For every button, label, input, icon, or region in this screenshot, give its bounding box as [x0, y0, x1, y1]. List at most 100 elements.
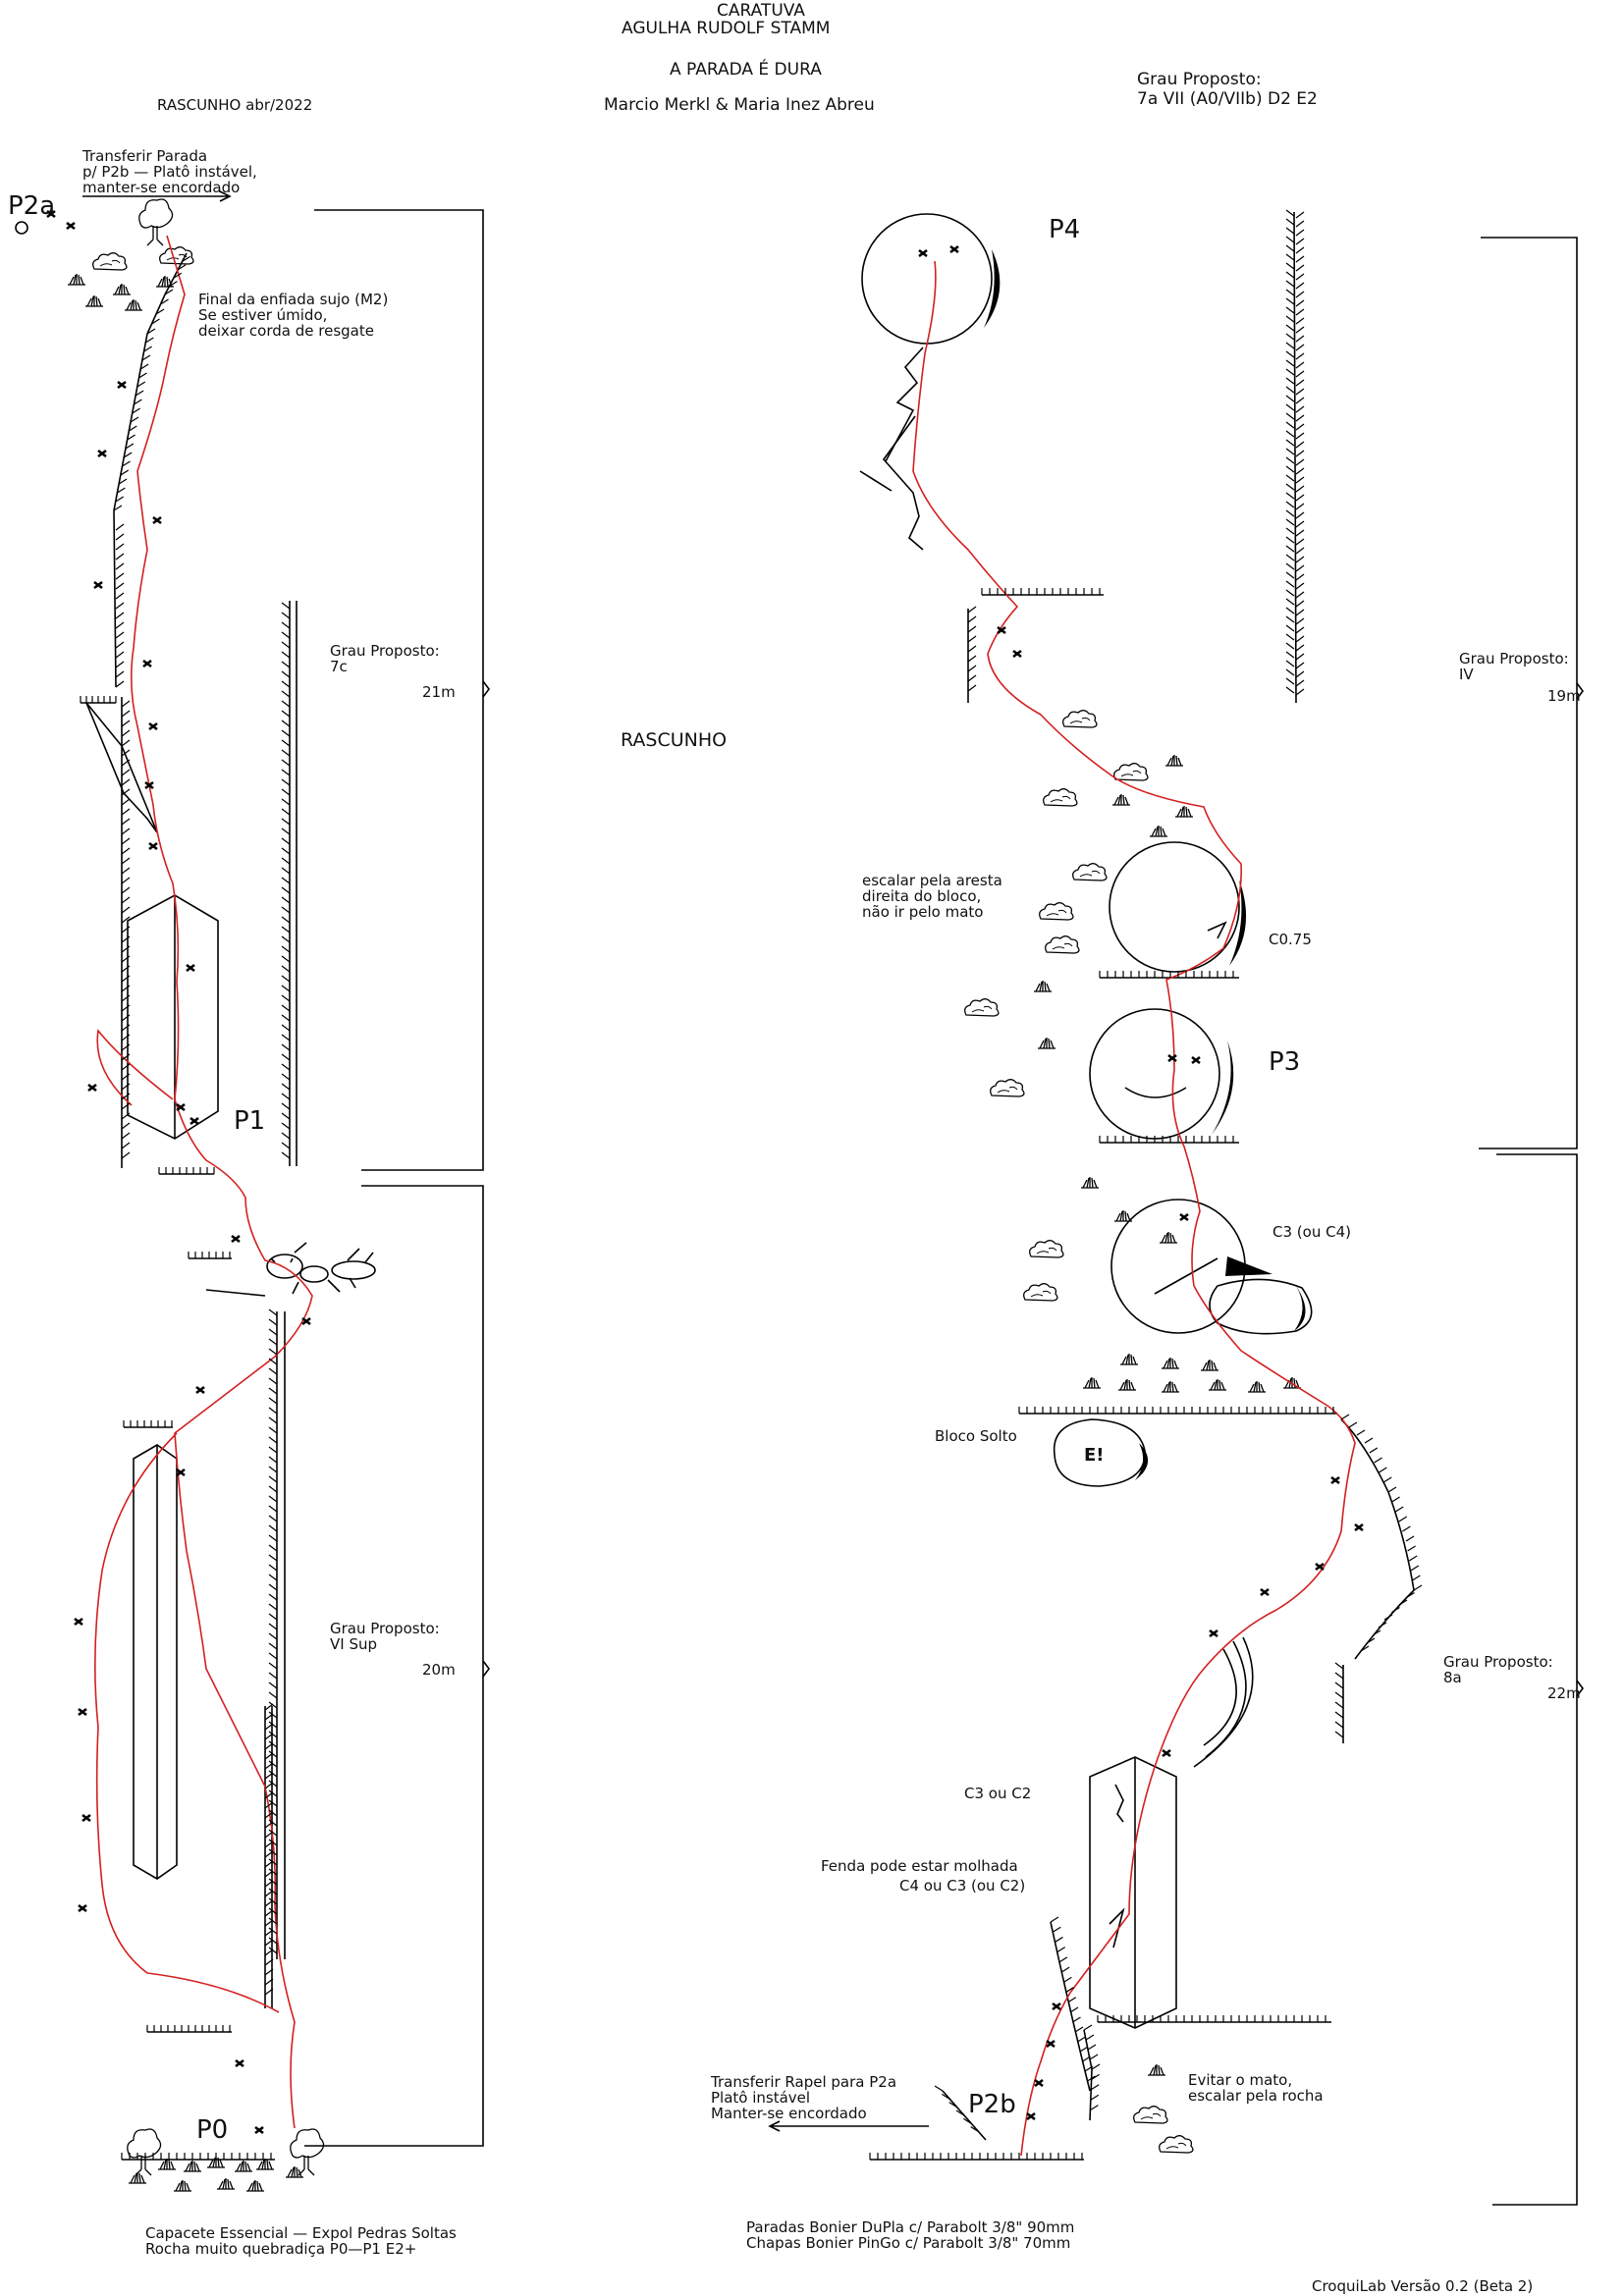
svg-text:p/ P2b — Platô instável,: p/ P2b — Platô instável,: [82, 163, 257, 181]
station-p3: P3: [1269, 1047, 1300, 1077]
svg-text:8a: 8a: [1443, 1669, 1462, 1686]
pitch2-grade: Grau Proposto: 7c 21m: [330, 642, 456, 701]
station-p2b: P2b: [968, 2090, 1016, 2119]
wall-hatching: [1340, 1414, 1423, 1652]
curved-cracks: [1193, 1636, 1254, 1768]
ledge-hatching: [121, 2153, 272, 2160]
route-name: A PARADA É DURA: [670, 58, 822, 80]
wall-hatching: [1334, 1662, 1344, 1738]
ledge-below-p4: [967, 594, 1104, 703]
svg-text:19m: 19m: [1547, 687, 1581, 705]
wall-hatching: [113, 255, 190, 511]
note-arete: escalar pela aresta direita do bloco, nã…: [862, 872, 1002, 921]
wall-hatching: [967, 606, 977, 692]
note-loose-block: Bloco Solto: [935, 1427, 1017, 1445]
pillar-p0-p1: [133, 1444, 178, 1880]
ledge-hatching: [188, 1252, 231, 1258]
left-crack-lines: [264, 601, 298, 2008]
svg-text:IV: IV: [1459, 666, 1474, 683]
pitch3-grade: Grau Proposto: 8a 22m: [1443, 1653, 1581, 1702]
svg-text:C4 ou C3 (ou C2): C4 ou C3 (ou C2): [899, 1877, 1025, 1895]
note-c3c4: C3 (ou C4): [1272, 1223, 1351, 1241]
svg-text:Se estiver úmido,: Se estiver úmido,: [198, 306, 327, 324]
svg-text:VI Sup: VI Sup: [330, 1635, 377, 1653]
station-p2a: P2a: [8, 191, 55, 221]
wall-hatching: [264, 1703, 274, 1996]
wall-hatching: [115, 523, 125, 688]
version-label: CroquiLab Versão 0.2 (Beta 2): [1312, 2277, 1533, 2295]
overall-grade-title: Grau Proposto:: [1137, 70, 1262, 89]
wall-upper-right: [1293, 211, 1297, 704]
svg-text:Grau Proposto:: Grau Proposto:: [330, 642, 440, 660]
draft-date: RASCUNHO abr/2022: [157, 96, 312, 114]
note-c3c2: C3 ou C2: [964, 1785, 1031, 1802]
ledge-hatching: [1018, 1407, 1334, 1414]
pitch1-grade: Grau Proposto: VI Sup 20m: [330, 1620, 456, 1679]
svg-text:Chapas Bonier PinGo c/ Parabol: Chapas Bonier PinGo c/ Parabolt 3/8" 70m…: [746, 2234, 1070, 2252]
ant-drawing: [266, 1242, 376, 1295]
note-c075: C0.75: [1269, 931, 1312, 948]
wall-hatching: [1285, 209, 1295, 694]
left-ledges: [122, 1173, 275, 2161]
svg-text:Grau Proposto:: Grau Proposto:: [1443, 1653, 1553, 1671]
svg-text:direita do bloco,: direita do bloco,: [862, 887, 981, 905]
svg-text:7c: 7c: [330, 658, 348, 675]
note-avoid-bush: Evitar o mato, escalar pela rocha: [1188, 2071, 1324, 2105]
svg-text:Transferir Parada: Transferir Parada: [81, 147, 207, 165]
wall-hatching: [1295, 211, 1305, 696]
ledge-hatching: [1099, 971, 1234, 978]
footer-right: Paradas Bonier DuPla c/ Parabolt 3/8" 90…: [746, 2218, 1074, 2252]
note-dirty-end: Final da enfiada sujo (M2) Se estiver úm…: [198, 291, 388, 340]
authors: Marcio Merkl & Maria Inez Abreu: [604, 95, 875, 115]
loose-block-mark: E!: [1084, 1445, 1105, 1466]
svg-text:manter-se encordado: manter-se encordado: [82, 179, 240, 196]
route-line-right: [912, 260, 1356, 2157]
ledge-hatching: [123, 1420, 173, 1427]
hatched-wall-upper: [113, 252, 188, 1168]
boulder-p3: [1089, 1008, 1239, 1144]
svg-text:Transferir Rapel para P2a: Transferir Rapel para P2a: [710, 2073, 896, 2091]
svg-text:Manter-se encordado: Manter-se encordado: [711, 2105, 867, 2122]
note-transfer-p2b: Transferir Parada p/ P2b — Platô instáve…: [81, 147, 257, 202]
svg-text:escalar pela rocha: escalar pela rocha: [1188, 2087, 1324, 2105]
wall-hatching: [268, 1308, 278, 1954]
svg-text:Paradas Bonier DuPla c/ Parabo: Paradas Bonier DuPla c/ Parabolt 3/8" 90…: [746, 2218, 1074, 2236]
header-line2: AGULHA RUDOLF STAMM: [622, 19, 830, 38]
station-p4: P4: [1049, 215, 1080, 244]
svg-text:20m: 20m: [422, 1661, 456, 1679]
wall-hatching: [1050, 1916, 1096, 2082]
hatched-wall-right: [1340, 1418, 1415, 1743]
svg-text:22m: 22m: [1547, 1684, 1581, 1702]
wall-hatching: [281, 602, 291, 1159]
svg-text:escalar pela aresta: escalar pela aresta: [862, 872, 1002, 889]
station-p0: P0: [196, 2115, 228, 2145]
ledge-hatching: [869, 2153, 1083, 2160]
corner-block-p1: [81, 702, 219, 1140]
svg-text:Grau Proposto:: Grau Proposto:: [1459, 650, 1569, 667]
loose-block: [1053, 1418, 1149, 1487]
svg-text:não ir pelo mato: não ir pelo mato: [862, 903, 983, 921]
svg-text:Capacete Essencial — Expol Ped: Capacete Essencial — Expol Pedras Soltas: [145, 2224, 457, 2242]
ledge-hatching: [981, 588, 1101, 595]
pillar-c3c2: [1089, 1756, 1331, 2029]
bottom-cracks: [870, 1921, 1093, 2161]
ledge-hatching: [80, 696, 117, 703]
svg-text:Final da enfiada sujo (M2): Final da enfiada sujo (M2): [198, 291, 388, 308]
route-line-left: [130, 235, 313, 2129]
svg-text:deixar corda de resgate: deixar corda de resgate: [198, 322, 374, 340]
svg-text:21m: 21m: [422, 683, 456, 701]
svg-text:Fenda pode estar molhada: Fenda pode estar molhada: [821, 1857, 1018, 1875]
draft-watermark: RASCUNHO: [621, 729, 727, 751]
station-p1: P1: [234, 1106, 265, 1136]
boulder-p4: [859, 213, 1001, 551]
left-bolts: [45, 209, 312, 2135]
svg-text:Grau Proposto:: Grau Proposto:: [330, 1620, 440, 1637]
ledge-hatching: [146, 2025, 231, 2032]
pitch4-grade: Grau Proposto: IV 19m: [1459, 650, 1581, 705]
header-line1: CARATUVA: [717, 1, 805, 21]
svg-text:Evitar o mato,: Evitar o mato,: [1188, 2071, 1292, 2089]
wall-hatching: [1083, 2024, 1101, 2111]
boulder-c075: [1100, 841, 1247, 979]
ledge-hatching: [1099, 1136, 1234, 1143]
